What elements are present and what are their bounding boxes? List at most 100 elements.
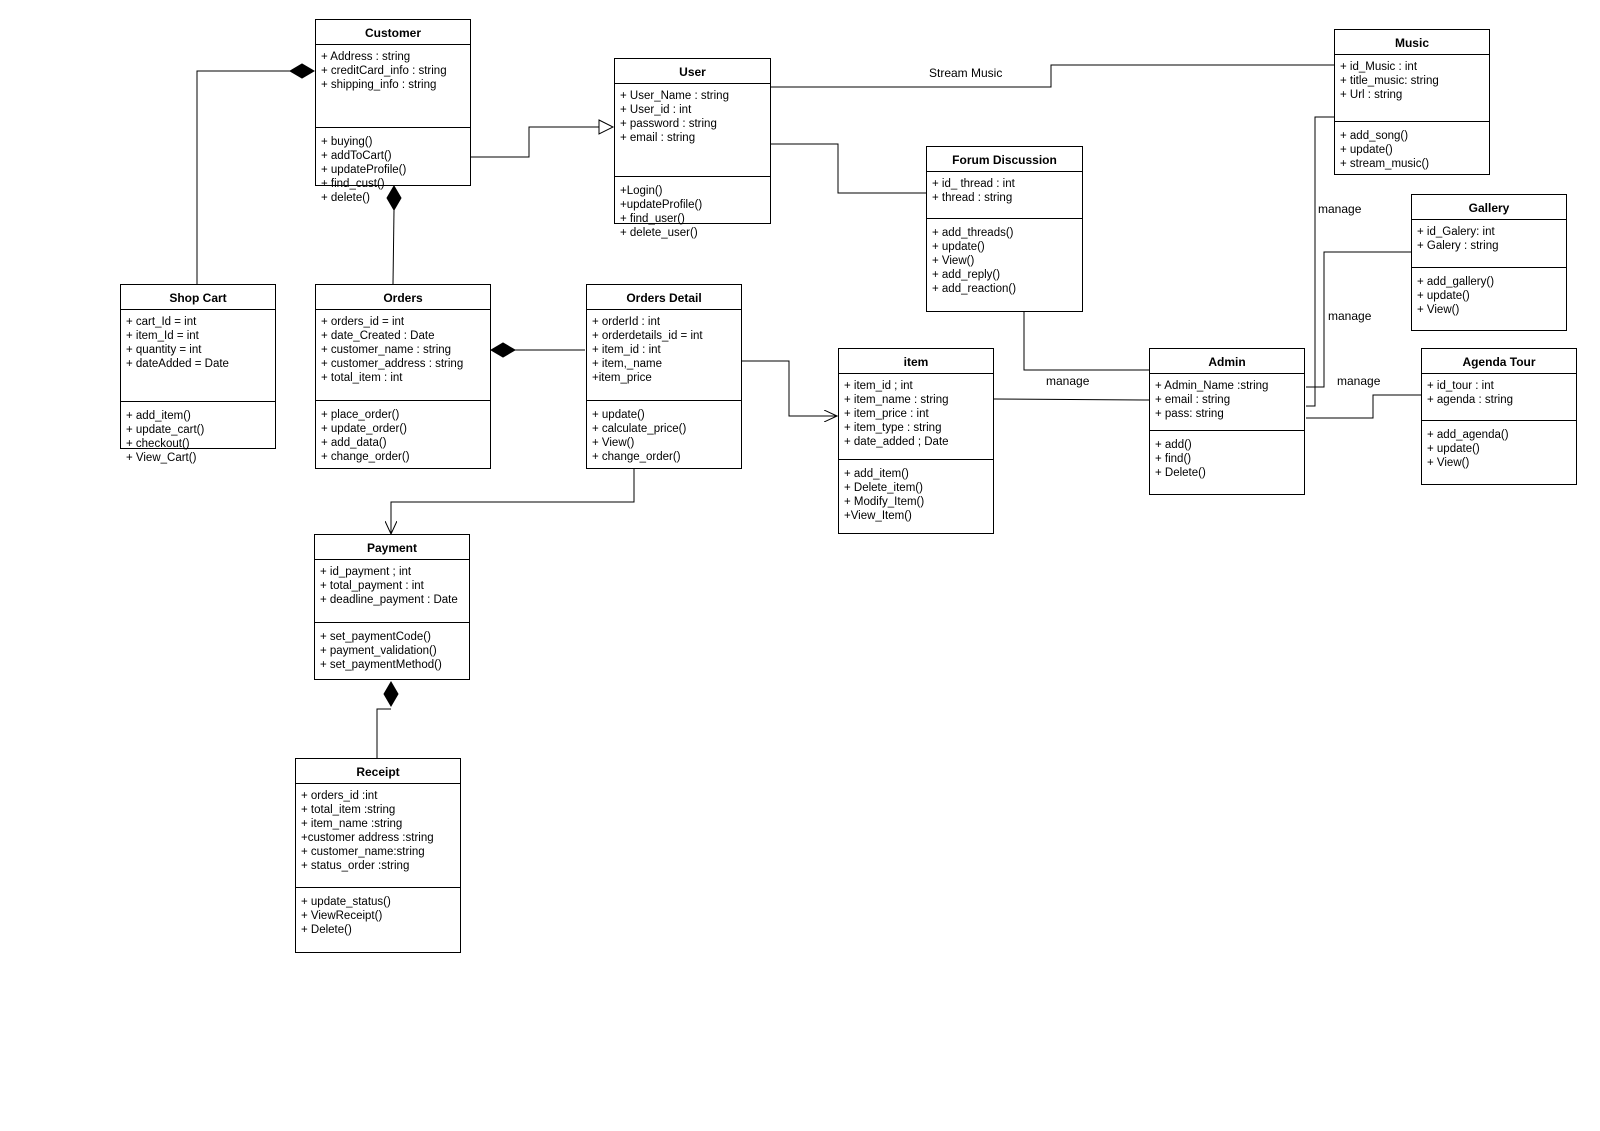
orders-customer-composition [392,209,395,285]
operation: + View_Cart() [126,452,197,464]
class-name: Forum Discussion [927,147,1082,172]
attribute: + Admin_Name :string [1155,380,1269,392]
manage-music-label: manage [1318,202,1362,216]
class-shop-cart[interactable]: Shop Cart + cart_Id = int + item_Id = in… [120,284,276,464]
operation: + updateProfile() [321,164,407,176]
shopcart-customer-composition [196,70,290,285]
class-user[interactable]: User + User_Name : string + User_id : in… [614,58,771,239]
operation: + add_item() [126,410,191,422]
operation: + add_agenda() [1427,429,1509,441]
operation-compartment: + update() + calculate_price() + View() … [587,401,741,468]
ordersdetail-payment-association [391,468,635,534]
composition-diamond [383,681,399,707]
customer-user-generalization [470,126,599,158]
class-name: Shop Cart [121,285,275,310]
attribute: + item_Id = int [126,330,199,342]
attribute: + orderId : int [592,316,661,328]
attribute: + agenda : string [1427,394,1513,406]
class-customer[interactable]: Customer + Address : string + creditCard… [315,19,471,204]
attribute: + email : string [1155,394,1231,406]
operation: + find() [1155,453,1192,465]
attribute: + customer_name : string [321,344,452,356]
operation: + View() [1417,304,1460,316]
forum-admin-association [1023,310,1149,371]
class-name: Music [1335,30,1489,55]
operation: + View() [592,437,635,449]
attribute: + email : string [620,132,696,144]
receipt-payment-composition [376,708,391,758]
attribute: + creditCard_info : string [321,65,447,77]
attribute: + dateAdded = Date [126,358,229,370]
composition-diamond [386,185,402,211]
class-payment[interactable]: Payment + id_payment ; int + total_payme… [314,534,470,680]
attribute-compartment: + id_payment ; int + total_payment : int… [315,560,469,623]
attribute-compartment: + orders_id = int + date_Created : Date … [316,310,490,401]
attribute-compartment: + orders_id :int + total_item :string + … [296,784,460,888]
attribute: + date_Created : Date [321,330,435,342]
attribute: + item_name :string [301,818,403,830]
operation: + delete() [321,192,370,204]
operation-compartment: + buying() + addToCart() + updateProfile… [316,128,470,209]
attribute-compartment: + cart_Id = int + item_Id = int + quanti… [121,310,275,402]
attribute: + Galery : string [1417,240,1499,252]
class-agenda-tour[interactable]: Agenda Tour + id_tour : int + agenda : s… [1421,348,1577,485]
operation-compartment: + place_order() + update_order() + add_d… [316,401,490,468]
operation: + add_song() [1340,130,1409,142]
class-name: Gallery [1412,195,1566,220]
operation-compartment: + add_gallery() + update() + View() [1412,268,1566,321]
user-music-stream-association [770,64,1335,88]
operation-compartment: +Login() +updateProfile() + find_user() … [615,177,770,244]
attribute: + date_added ; Date [844,436,949,448]
attribute: + pass: string [1155,408,1224,420]
class-orders-detail[interactable]: Orders Detail + orderId : int + orderdet… [586,284,742,469]
manage-item-label: manage [1046,374,1090,388]
operation-compartment: + set_paymentCode() + payment_validation… [315,623,469,676]
operation-compartment: + add_agenda() + update() + View() [1422,421,1576,474]
attribute: + password : string [620,118,717,130]
operation: + add_threads() [932,227,1014,239]
operation: + add_reply() [932,269,1001,281]
attribute: + orderdetails_id = int [592,330,703,342]
class-receipt[interactable]: Receipt + orders_id :int + total_item :s… [295,758,461,953]
operation: + View() [1427,457,1470,469]
admin-gallery-association [1306,251,1411,388]
class-orders[interactable]: Orders + orders_id = int + date_Created … [315,284,491,469]
attribute: +item_price [592,372,652,384]
attribute: + id_Music : int [1340,61,1418,73]
attribute: + customer_name:string [301,846,425,858]
operation: +Login() [620,185,663,197]
attribute-compartment: + id_Music : int + title_music: string +… [1335,55,1489,122]
operation: + add_reaction() [932,283,1017,295]
attribute-compartment: + item_id ; int + item_name : string + i… [839,374,993,460]
admin-music-association [1306,116,1335,407]
attribute-compartment: + id_Galery: int + Galery : string [1412,220,1566,268]
manage-gallery-label: manage [1328,309,1372,323]
stream-music-label: Stream Music [929,66,1003,80]
class-name: Customer [316,20,470,45]
user-forum-association [770,143,927,194]
class-gallery[interactable]: Gallery + id_Galery: int + Galery : stri… [1411,194,1567,331]
class-item[interactable]: item + item_id ; int + item_name : strin… [838,348,994,534]
operation: + payment_validation() [320,645,437,657]
class-music[interactable]: Music + id_Music : int + title_music: st… [1334,29,1490,175]
class-forum-discussion[interactable]: Forum Discussion + id_ thread : int + th… [926,146,1083,312]
operation: + stream_music() [1340,158,1430,170]
composition-diamond [289,63,315,79]
operation: +View_Item() [844,510,912,522]
attribute: + Address : string [321,51,411,63]
attribute: + item_price : int [844,408,929,420]
class-admin[interactable]: Admin + Admin_Name :string + email : str… [1149,348,1305,495]
operation-compartment: + add_song() + update() + stream_music() [1335,122,1489,175]
operation: + change_order() [592,451,681,463]
attribute: + User_Name : string [620,90,729,102]
operation: + update() [592,409,645,421]
attribute: + customer_address : string [321,358,464,370]
attribute: + item_id : int [592,344,661,356]
item-admin-association [993,398,1150,401]
operation: + update_order() [321,423,407,435]
operation: + Delete() [1155,467,1206,479]
attribute: + total_item : int [321,372,403,384]
attribute: + cart_Id = int [126,316,197,328]
